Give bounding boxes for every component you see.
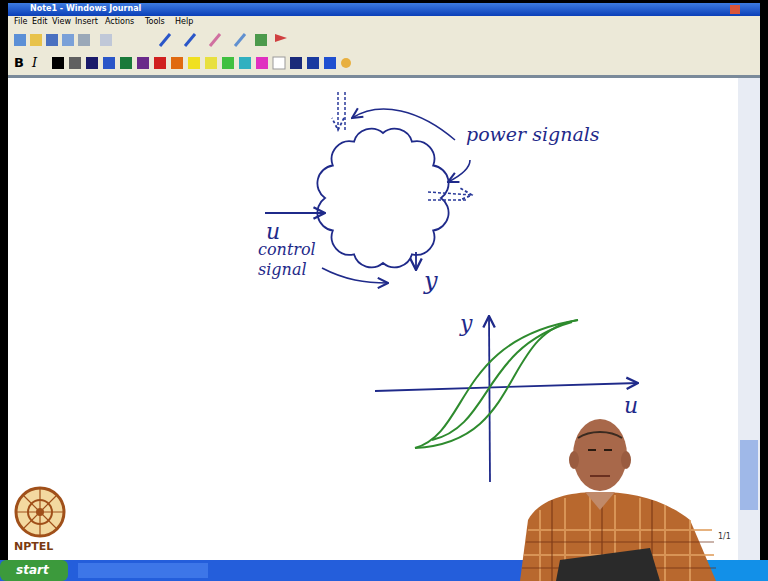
toolbar-icons bbox=[14, 34, 287, 46]
start-label: start bbox=[16, 563, 49, 578]
menu-item: View bbox=[52, 17, 71, 27]
toolbar-edge bbox=[8, 75, 760, 78]
hysteresis-loops bbox=[415, 320, 578, 448]
lecturer bbox=[520, 419, 716, 581]
menu-item: Help bbox=[175, 17, 193, 27]
nptel-logo bbox=[16, 488, 64, 536]
note-page bbox=[8, 78, 738, 560]
title-bar bbox=[8, 3, 760, 16]
color-swatches bbox=[52, 57, 351, 69]
task-button bbox=[78, 563, 208, 578]
power-arrows bbox=[338, 92, 472, 200]
start-button bbox=[0, 560, 68, 581]
input-arrow bbox=[265, 212, 325, 214]
output-arrow bbox=[415, 252, 417, 270]
toolbar bbox=[8, 29, 760, 75]
system-cloud bbox=[317, 129, 448, 268]
window-title: Note1 - Windows Journal bbox=[30, 4, 141, 14]
menu-bar bbox=[8, 16, 760, 29]
axis-label: y bbox=[460, 310, 472, 338]
signal-name: y bbox=[424, 266, 438, 296]
axis-label: u bbox=[624, 392, 638, 420]
signal-note: control signal bbox=[258, 240, 328, 280]
scrollbar bbox=[738, 78, 760, 560]
signal-note: power signals bbox=[466, 122, 600, 146]
pointer-arrows bbox=[322, 109, 470, 283]
menu-item: File bbox=[14, 17, 27, 27]
logo-text: NPTEL bbox=[14, 540, 53, 554]
close-button bbox=[730, 5, 740, 14]
menu-item: Tools bbox=[145, 17, 165, 27]
page-indicator: 1/1 bbox=[718, 532, 731, 542]
scroll-thumb bbox=[740, 440, 758, 510]
menu-item: Insert bbox=[75, 17, 98, 27]
menu-item: Edit bbox=[32, 17, 48, 27]
bold-button: B bbox=[14, 55, 24, 71]
y-axis bbox=[489, 316, 490, 482]
frame-edge bbox=[0, 0, 768, 3]
menu-item: Actions bbox=[105, 17, 134, 27]
italic-button: I bbox=[32, 55, 37, 71]
